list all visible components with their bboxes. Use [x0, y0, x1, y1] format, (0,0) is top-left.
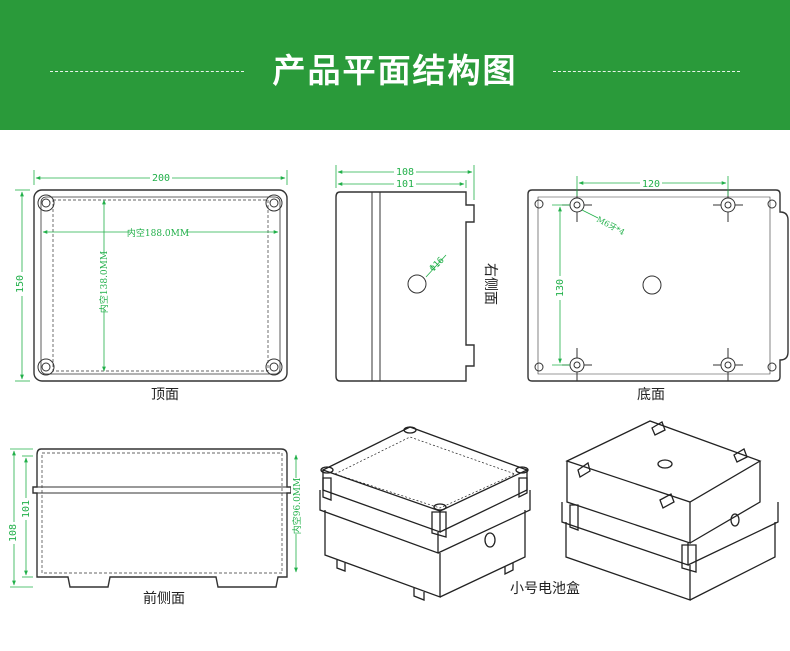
bottom-view — [527, 176, 789, 382]
header-divider-left — [50, 71, 244, 72]
top-dim-width: 200 — [152, 173, 170, 184]
top-dim-height: 150 — [15, 275, 26, 293]
iso-view-bottom — [561, 420, 779, 601]
top-view — [15, 170, 288, 382]
header-divider-right — [553, 71, 740, 72]
page-title: 产品平面结构图 — [272, 51, 518, 90]
front-dim-inner: 101 — [21, 500, 32, 518]
top-view-caption: 顶面 — [151, 387, 179, 403]
front-side-view — [10, 448, 298, 588]
side-dim-inner: 101 — [396, 179, 414, 190]
front-side-caption: 前侧面 — [143, 591, 185, 607]
header-banner: 产品平面结构图 — [0, 0, 790, 130]
bottom-view-caption: 底面 — [637, 387, 665, 403]
side-view-caption: 右侧面 — [482, 263, 498, 305]
side-dim-outer: 108 — [396, 167, 414, 178]
front-dim-outer: 108 — [8, 524, 19, 542]
top-inner-height: 内空138.0MM — [98, 251, 110, 313]
iso-caption: 小号电池盒 — [510, 581, 580, 597]
front-inner-height: 内空96.0MM — [291, 478, 303, 534]
bottom-dim-height: 130 — [555, 279, 566, 297]
top-inner-width: 内空188.0MM — [127, 227, 189, 239]
bottom-dim-width: 120 — [642, 179, 660, 190]
bottom-screw-spec: M6牙*4 — [595, 215, 626, 237]
iso-view-lid — [319, 426, 531, 601]
side-view — [335, 165, 475, 382]
